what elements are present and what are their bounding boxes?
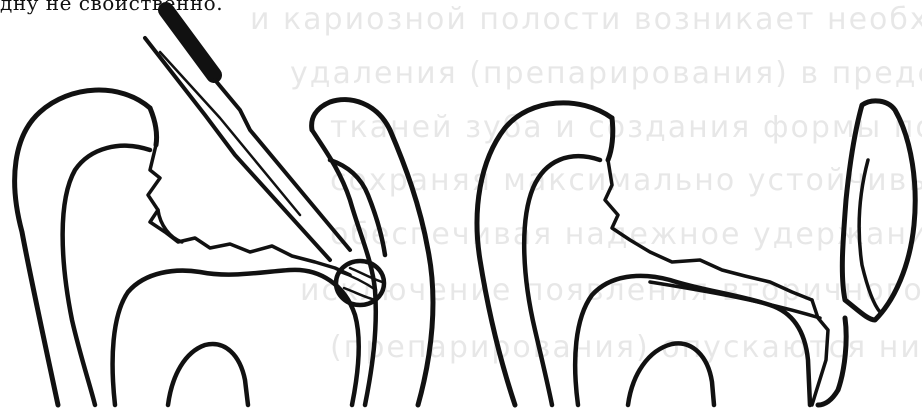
right-tooth-preparation-floor	[650, 282, 820, 318]
right-tooth-fragment	[842, 101, 915, 320]
left-tooth-cavity-outline	[148, 145, 350, 275]
right-tooth-root-canal	[628, 343, 714, 405]
dental-bur	[145, 10, 384, 305]
right-tooth-outer-right	[818, 318, 846, 405]
left-tooth-enamel-left	[150, 108, 157, 145]
bur-shaft-left	[145, 38, 330, 260]
right-tooth-fragment-inner	[859, 160, 880, 312]
right-tooth-enamel-left	[608, 118, 613, 160]
left-tooth-pulp	[113, 270, 359, 405]
right-tooth	[477, 101, 915, 405]
bur-head	[336, 261, 384, 305]
bur-shaft-inner	[160, 52, 300, 215]
bur-shaft-right	[215, 80, 350, 250]
right-tooth-outer-left	[477, 103, 612, 405]
right-tooth-preparation-edge	[605, 160, 812, 300]
right-tooth-enamel-inner-left	[524, 156, 600, 405]
left-tooth-enamel-inner-left	[63, 146, 150, 405]
left-tooth-root-canal	[168, 344, 248, 405]
right-tooth-pulp	[575, 276, 810, 405]
